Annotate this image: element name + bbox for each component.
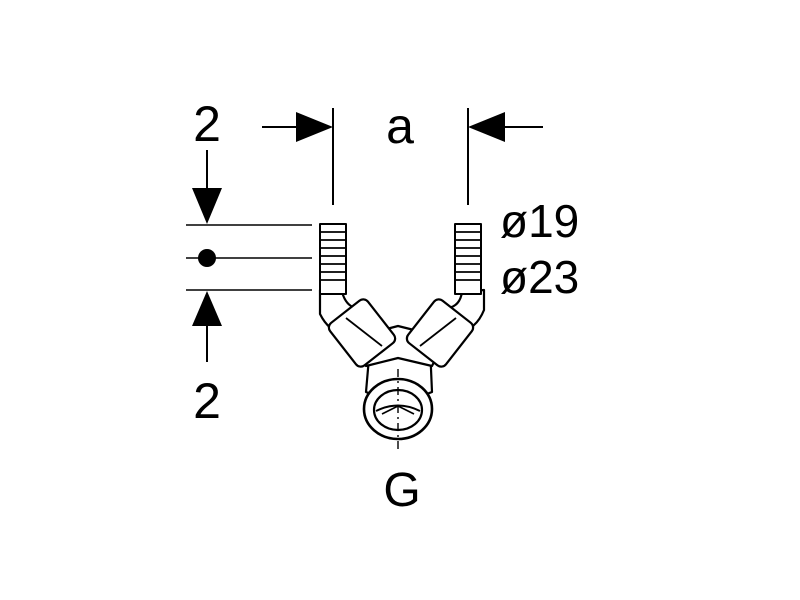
right-arrow-icon	[468, 112, 505, 142]
up-arrow-icon	[192, 291, 222, 326]
left-arrow-icon	[296, 112, 333, 142]
right-hose-nozzle	[454, 223, 482, 295]
right-nut	[405, 298, 475, 368]
left-branch	[318, 288, 397, 368]
down-arrow-icon	[192, 188, 222, 224]
center-point-icon	[198, 249, 216, 267]
top-offset-label: 2	[193, 96, 221, 152]
y-fitting	[318, 223, 486, 449]
connection-label: G	[383, 464, 420, 517]
left-nut-edge	[345, 317, 383, 347]
left-hose-nozzle	[319, 223, 347, 295]
right-nozzle-body	[454, 223, 482, 295]
right-branch	[405, 288, 486, 368]
spacing-label: a	[386, 98, 414, 154]
inner-diameter-label: ø19	[500, 195, 579, 247]
bottom-offset-label: 2	[193, 373, 221, 429]
right-nut-edge	[419, 317, 457, 347]
left-nut	[327, 298, 397, 368]
left-nozzle-body	[319, 223, 347, 295]
outer-diameter-label: ø23	[500, 251, 579, 303]
offset-dimension: 2 2	[186, 96, 312, 429]
spacing-dimension: a	[262, 98, 543, 205]
